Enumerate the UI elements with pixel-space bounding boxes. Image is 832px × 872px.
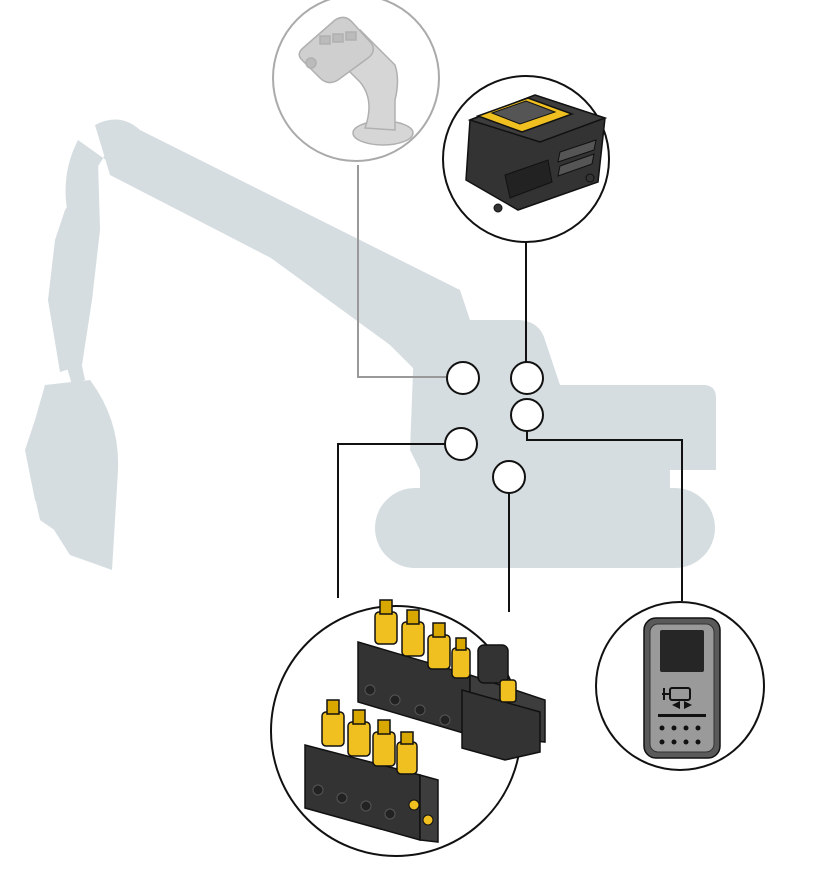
display-panel-module[interactable] (595, 601, 765, 771)
wiring (337, 165, 683, 612)
valve-left-wire (337, 443, 446, 598)
connection-node-4[interactable] (444, 427, 478, 461)
vehicle-symbol-icon (662, 687, 691, 701)
button-grid (659, 725, 701, 745)
connection-node-5[interactable] (492, 460, 526, 494)
connection-node-2[interactable] (510, 361, 544, 395)
display-wire (526, 430, 683, 601)
control-unit-icon (465, 94, 608, 213)
controller-module[interactable] (442, 75, 610, 243)
valve-blocks-module[interactable] (270, 599, 546, 857)
arrow-left-right-icon (672, 701, 692, 709)
joystick-wire (357, 165, 448, 378)
excavator-silhouette (25, 119, 716, 570)
display-screen-icon (660, 630, 704, 672)
connection-node-3[interactable] (510, 398, 544, 432)
valve-block-icon (304, 599, 546, 843)
joystick-icon (298, 16, 414, 146)
display-panel-icon (643, 617, 721, 759)
connection-node-1[interactable] (446, 361, 480, 395)
joystick-module[interactable] (272, 0, 440, 162)
